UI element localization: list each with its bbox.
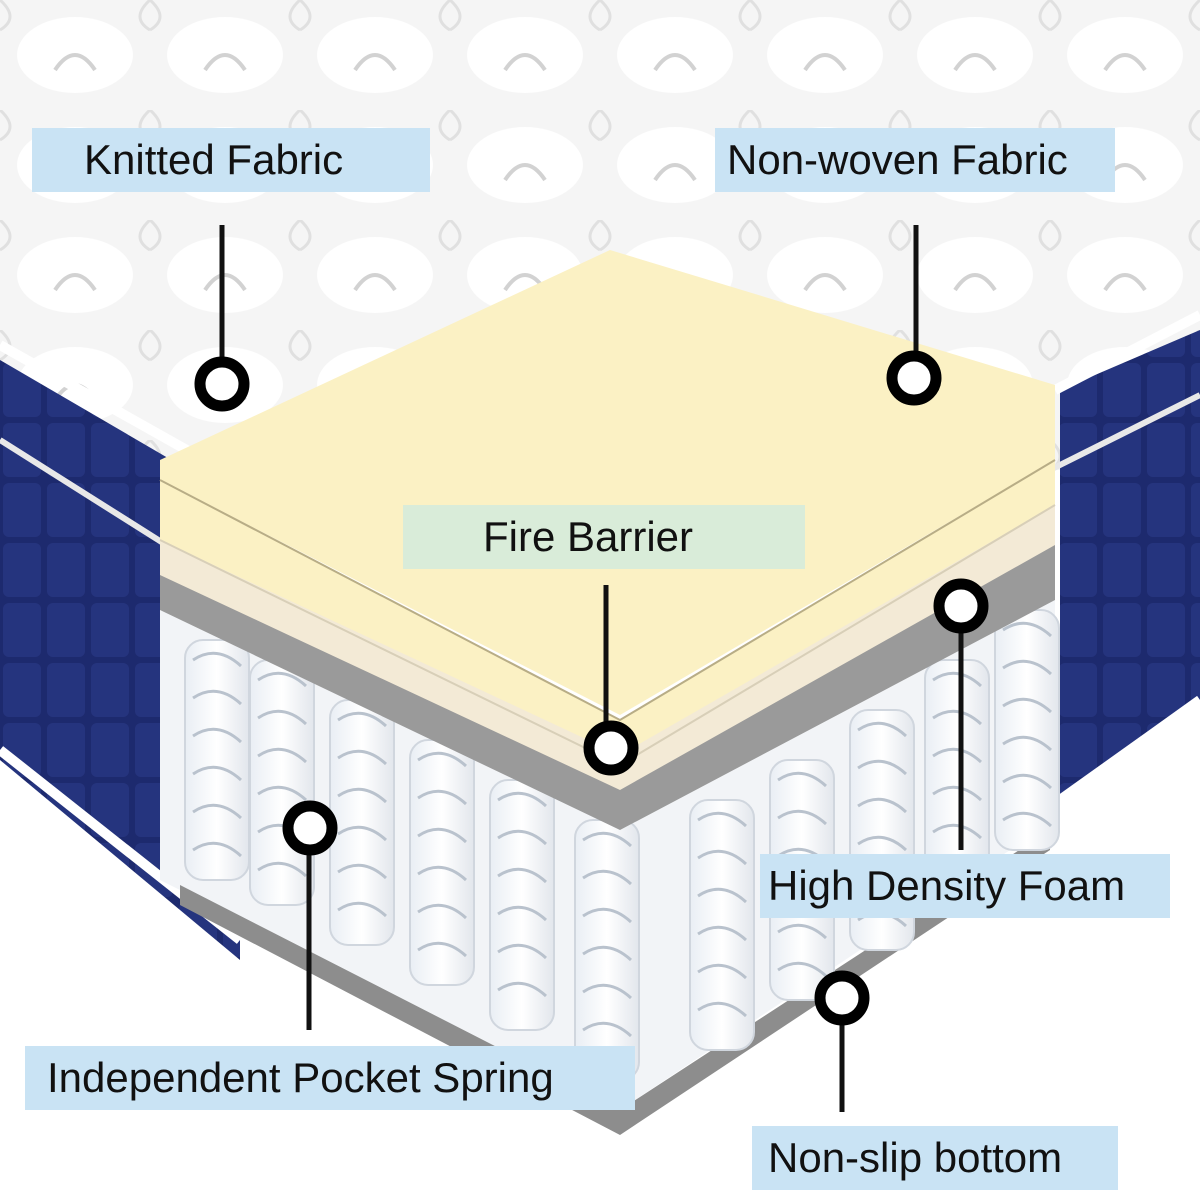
fire-barrier-marker: [589, 726, 633, 770]
high-density-foam-marker: [939, 584, 983, 628]
high-density-foam-label: High Density Foam: [760, 854, 1170, 918]
fire-barrier-label: Fire Barrier: [403, 505, 805, 569]
non-slip-bottom-label: Non-slip bottom: [752, 1126, 1118, 1190]
mattress-border-right: [1060, 330, 1200, 800]
non-woven-fabric-marker: [892, 356, 936, 400]
independent-pocket-spring-label: Independent Pocket Spring: [25, 1046, 635, 1110]
pocket-spring-marker: [288, 806, 332, 850]
non-slip-bottom-marker: [820, 976, 864, 1020]
non-woven-fabric-label: Non-woven Fabric: [715, 128, 1115, 192]
knitted-fabric-marker: [200, 362, 244, 406]
knitted-fabric-label: Knitted Fabric: [32, 128, 430, 192]
